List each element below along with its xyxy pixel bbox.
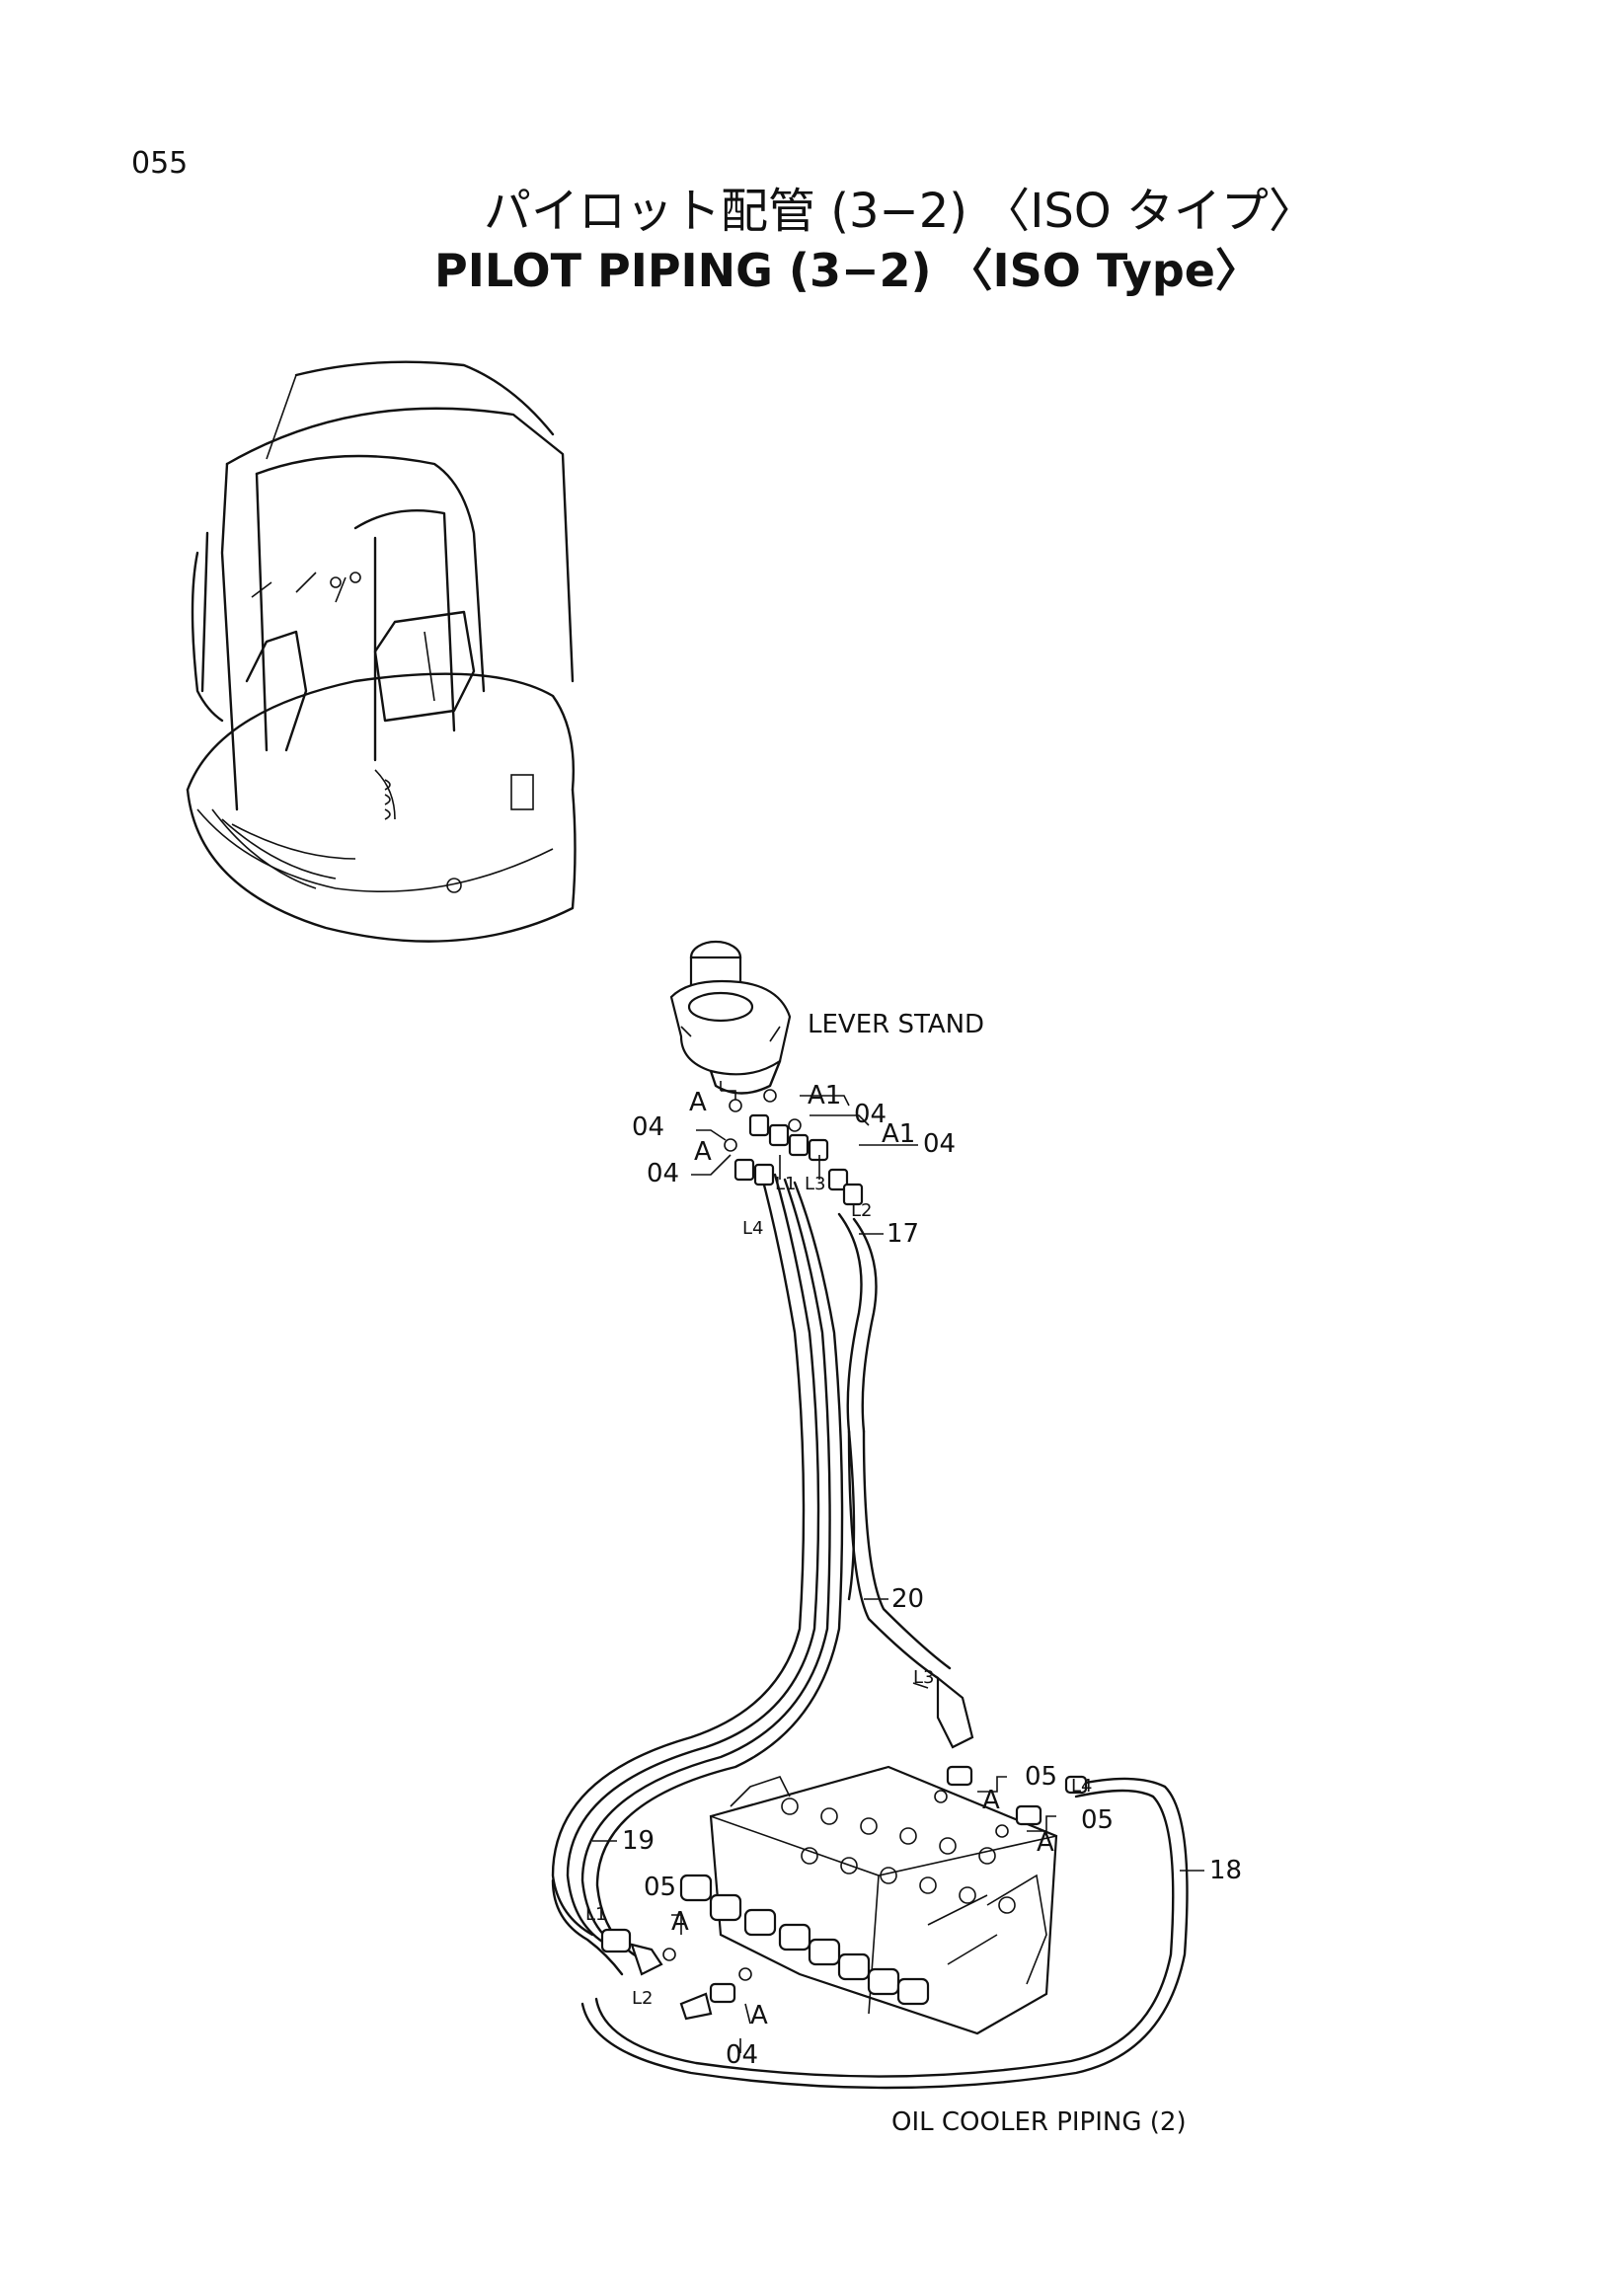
callout-04-4: 04 bbox=[923, 1129, 956, 1159]
callout-a-2: A bbox=[694, 1137, 712, 1167]
callout-a-4: A bbox=[1037, 1828, 1054, 1858]
callout-l3-valve: L3 bbox=[913, 1667, 934, 1688]
callout-l4-top: L4 bbox=[742, 1218, 763, 1239]
page-number: 055 bbox=[131, 146, 188, 181]
callout-l2-valve: L2 bbox=[632, 1988, 653, 2009]
callout-04-1: 04 bbox=[632, 1112, 664, 1142]
control-valve-illustration bbox=[679, 1765, 1058, 2035]
callout-18: 18 bbox=[1209, 1856, 1242, 1885]
machine-overview-illustration bbox=[186, 360, 577, 943]
callout-a-3: A bbox=[982, 1786, 1000, 1815]
callout-l3-top: L3 bbox=[805, 1174, 825, 1194]
callout-17: 17 bbox=[887, 1219, 919, 1249]
control-valve-fittings bbox=[592, 1675, 1204, 2053]
callout-l4-valve: L4 bbox=[1071, 1776, 1092, 1797]
callout-l2-top: L2 bbox=[851, 1200, 872, 1221]
callout-04-2: 04 bbox=[647, 1159, 679, 1188]
callout-04-3: 04 bbox=[854, 1100, 887, 1129]
oil-cooler-piping-label: OIL COOLER PIPING (2) bbox=[891, 2107, 1187, 2137]
callout-19: 19 bbox=[622, 1826, 655, 1856]
lever-stand-illustration bbox=[669, 940, 792, 1095]
lever-stand-label: LEVER STAND bbox=[808, 1010, 984, 1039]
callout-05-2: 05 bbox=[1081, 1805, 1114, 1835]
callout-20: 20 bbox=[891, 1584, 924, 1614]
pilot-hose-bundle bbox=[551, 1168, 1189, 2090]
title-english: PILOT PIPING (3−2) 〈ISO Type〉 bbox=[434, 244, 1261, 297]
callout-04-5: 04 bbox=[726, 2040, 758, 2070]
callout-a-6: A bbox=[750, 2001, 768, 2030]
callout-a-5: A bbox=[671, 1907, 689, 1937]
callout-l1-valve: L1 bbox=[585, 1904, 606, 1925]
callout-05-3: 05 bbox=[644, 1873, 676, 1902]
callout-05-1: 05 bbox=[1025, 1762, 1057, 1792]
lever-stand-fittings bbox=[691, 1081, 918, 1600]
callout-a-1: A bbox=[689, 1088, 707, 1117]
callout-a1-1: A1 bbox=[808, 1081, 841, 1110]
callout-l1-top: L1 bbox=[775, 1174, 796, 1194]
callout-a1-2: A1 bbox=[882, 1119, 915, 1149]
title-japanese: パイロット配管 (3−2) 〈ISO タイプ〉 bbox=[484, 184, 1316, 239]
